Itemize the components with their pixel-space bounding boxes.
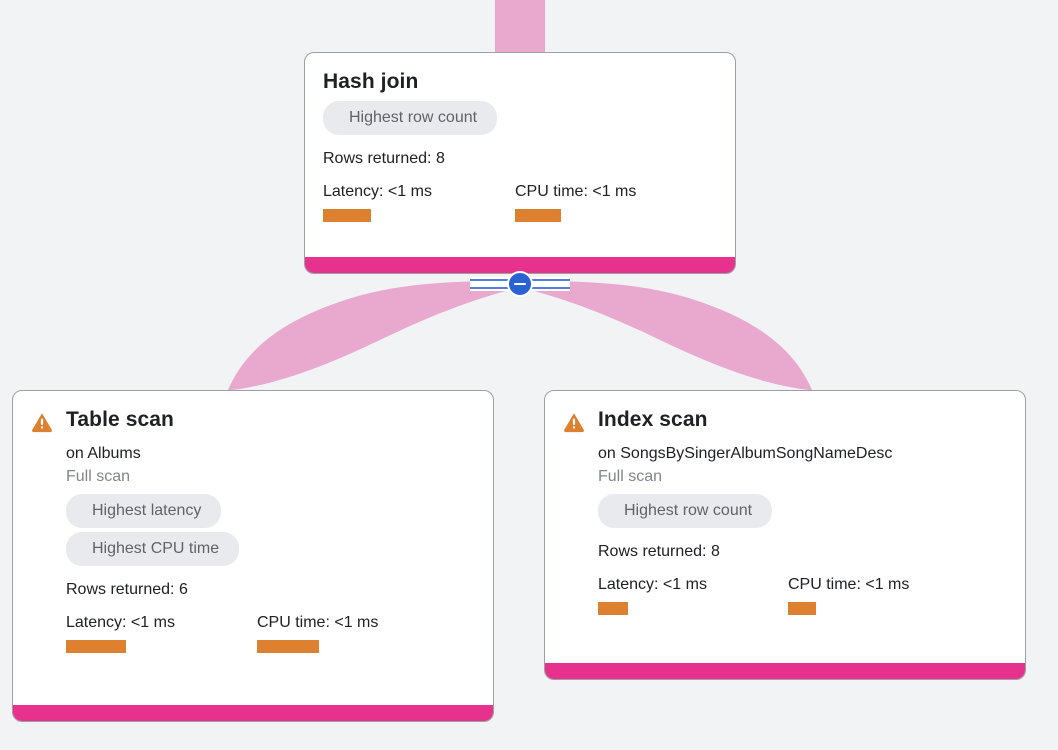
edge-parent-to-hash-join bbox=[495, 0, 545, 52]
chip-highest-latency[interactable]: Highest latency bbox=[66, 494, 222, 528]
metric-cpu-time: CPU time: <1 ms bbox=[788, 575, 909, 615]
node-scan-type: Full scan bbox=[66, 468, 131, 485]
node-header: Table scan on Albums Full scan Highest l… bbox=[31, 407, 475, 653]
node-scan-type: Full scan bbox=[598, 468, 663, 485]
node-title: Hash join bbox=[323, 70, 419, 93]
edge-hash-join-to-table-scan bbox=[228, 281, 517, 390]
node-chips: Highest latency Highest CPU time bbox=[66, 494, 378, 570]
metric-latency: Latency: <1 ms bbox=[66, 613, 257, 653]
collapse-toggle-container bbox=[470, 270, 570, 298]
node-body: Table scan on Albums Full scan Highest l… bbox=[13, 391, 493, 705]
metric-cpu-time-label: CPU time: <1 ms bbox=[257, 614, 379, 631]
collapse-minus-icon[interactable] bbox=[507, 271, 533, 297]
metric-latency: Latency: <1 ms bbox=[598, 575, 788, 615]
node-title: Table scan bbox=[66, 408, 174, 431]
warning-triangle-icon bbox=[31, 411, 53, 433]
metric-cpu-time-label: CPU time: <1 ms bbox=[788, 576, 910, 593]
node-metrics: Latency: <1 ms CPU time: <1 ms bbox=[323, 182, 717, 222]
node-header: Hash join bbox=[323, 69, 717, 95]
node-table-scan[interactable]: Table scan on Albums Full scan Highest l… bbox=[12, 390, 494, 722]
node-accent-bar bbox=[13, 705, 493, 721]
metric-cpu-time: CPU time: <1 ms bbox=[257, 613, 378, 653]
metric-latency: Latency: <1 ms bbox=[323, 182, 515, 222]
latency-bar bbox=[598, 602, 628, 615]
node-index-scan[interactable]: Index scan on SongsBySingerAlbumSongName… bbox=[544, 390, 1026, 680]
rows-returned: Rows returned: 8 bbox=[598, 543, 720, 560]
chip-highest-row-count[interactable]: Highest row count bbox=[323, 101, 498, 135]
cpu-bar bbox=[788, 602, 816, 615]
warning-triangle-icon bbox=[563, 411, 585, 433]
chip-highest-cpu-time[interactable]: Highest CPU time bbox=[66, 532, 240, 566]
metric-latency-label: Latency: <1 ms bbox=[323, 183, 432, 200]
node-subtitle: on SongsBySingerAlbumSongNameDesc bbox=[598, 445, 893, 462]
node-metrics: Latency: <1 ms CPU time: <1 ms bbox=[66, 613, 378, 653]
metric-cpu-time: CPU time: <1 ms bbox=[515, 182, 636, 222]
node-chips: Highest row count bbox=[598, 494, 909, 532]
edge-hash-join-to-index-scan bbox=[523, 281, 812, 390]
node-subtitle: on Albums bbox=[66, 445, 141, 462]
node-chips: Highest row count bbox=[323, 101, 717, 139]
node-title: Index scan bbox=[598, 408, 708, 431]
metric-cpu-time-label: CPU time: <1 ms bbox=[515, 183, 637, 200]
node-metrics: Latency: <1 ms CPU time: <1 ms bbox=[598, 575, 909, 615]
chip-highest-row-count[interactable]: Highest row count bbox=[598, 494, 773, 528]
node-header: Index scan on SongsBySingerAlbumSongName… bbox=[563, 407, 1007, 615]
cpu-bar bbox=[515, 209, 561, 222]
metric-latency-label: Latency: <1 ms bbox=[66, 614, 175, 631]
node-accent-bar bbox=[305, 257, 735, 273]
metric-latency-label: Latency: <1 ms bbox=[598, 576, 707, 593]
cpu-bar bbox=[257, 640, 319, 653]
rows-returned: Rows returned: 6 bbox=[66, 581, 188, 598]
node-body: Index scan on SongsBySingerAlbumSongName… bbox=[545, 391, 1025, 663]
node-hash-join[interactable]: Hash join Highest row count Rows returne… bbox=[304, 52, 736, 274]
node-body: Hash join Highest row count Rows returne… bbox=[305, 53, 735, 257]
node-accent-bar bbox=[545, 663, 1025, 679]
latency-bar bbox=[66, 640, 126, 653]
rows-returned: Rows returned: 8 bbox=[323, 150, 445, 167]
latency-bar bbox=[323, 209, 371, 222]
